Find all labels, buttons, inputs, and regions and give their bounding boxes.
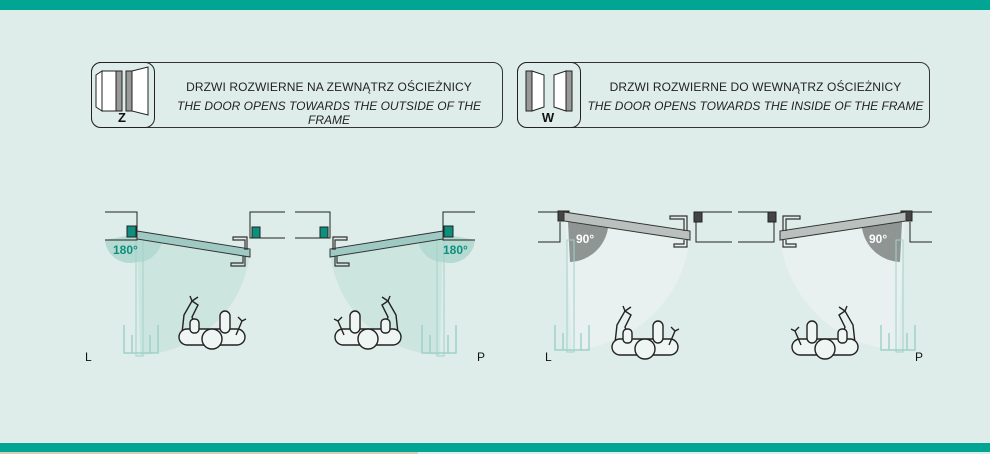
- legend-title-en: THE DOOR OPENS TOWARDS THE OUTSIDE OF TH…: [176, 99, 482, 127]
- angle-label: 180°: [443, 243, 468, 257]
- legend-inward-opening: W DRZWI ROZWIERNE DO WEWNĄTRZ OŚCIEŻNICY…: [516, 61, 930, 128]
- diagram-inward-right: [738, 211, 932, 359]
- angle-label: 180°: [113, 243, 138, 257]
- diagram-outward-right: [295, 212, 475, 356]
- side-label: P: [477, 350, 486, 364]
- side-label: P: [915, 350, 924, 364]
- top-accent-bar: [0, 0, 990, 10]
- legend-title-pl: DRZWI ROZWIERNE NA ZEWNĄTRZ OŚCIEŻNICY: [186, 80, 472, 94]
- diagram-outward-left: [105, 212, 285, 356]
- bottom-accent-bar: [0, 443, 990, 452]
- legend-letter: W: [541, 109, 555, 125]
- bottom-divider: [0, 452, 418, 454]
- legend-title-en: THE DOOR OPENS TOWARDS THE INSIDE OF THE…: [587, 99, 924, 113]
- side-label: L: [85, 350, 92, 364]
- angle-label: 90°: [869, 232, 888, 246]
- door-outward-icon: Z: [90, 61, 155, 128]
- legend-title-pl: DRZWI ROZWIERNE DO WEWNĄTRZ OŚCIEŻNICY: [609, 80, 902, 94]
- diagram-inward-left: [538, 211, 732, 359]
- side-label: L: [545, 350, 552, 364]
- legend-outward-opening: Z DRZWI ROZWIERNE NA ZEWNĄTRZ OŚCIEŻNICY…: [90, 61, 503, 128]
- legend-letter: Z: [118, 109, 126, 125]
- angle-label: 90°: [576, 232, 595, 246]
- door-inward-icon: W: [516, 61, 581, 128]
